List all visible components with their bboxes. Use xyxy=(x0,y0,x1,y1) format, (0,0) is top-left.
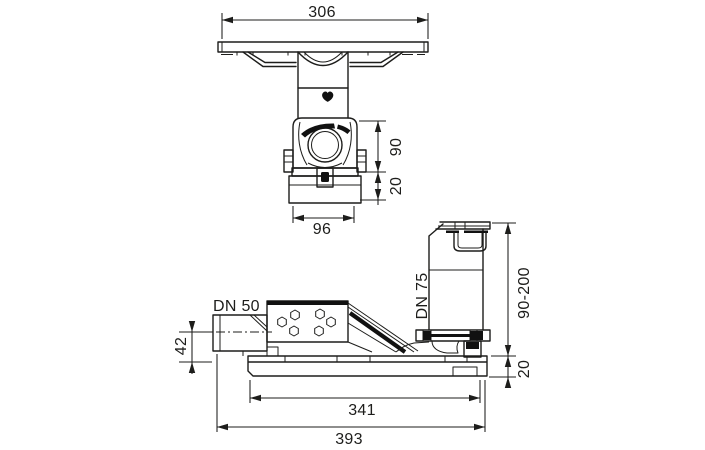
dim-20-front-label: 20 xyxy=(388,177,405,195)
dim-96-label: 96 xyxy=(313,221,331,238)
dn50-inlet-socket: DN 50 xyxy=(212,298,272,352)
mounting-arms xyxy=(242,51,404,68)
dim-341-label: 341 xyxy=(348,402,376,419)
front-view: 306 xyxy=(217,4,429,238)
hex-holes xyxy=(277,308,336,337)
dim-inlet-height: 42 xyxy=(173,321,213,374)
dim-393-label: 393 xyxy=(335,431,363,448)
dim-42-label: 42 xyxy=(173,337,190,355)
dn75-label: DN 75 xyxy=(414,273,431,320)
channel-body xyxy=(242,300,430,356)
trap-body xyxy=(283,117,367,204)
dim-90-label: 90 xyxy=(388,138,405,156)
dim-plate-length: 341 xyxy=(249,380,481,419)
dim-306-label: 306 xyxy=(308,4,336,21)
dim-trap-width: 96 xyxy=(292,206,355,238)
mounting-plate xyxy=(217,41,429,56)
dn75-riser: DN 75 xyxy=(414,221,491,358)
dn50-label: DN 50 xyxy=(213,298,260,315)
dim-20-side-label: 20 xyxy=(516,360,533,378)
dim-trap-heights: 90 20 xyxy=(359,120,405,205)
brand-logo-icon xyxy=(322,91,334,102)
dim-riser-heights: 90-200 20 xyxy=(489,222,533,388)
dim-total-length: 393 xyxy=(216,354,486,448)
base-plate xyxy=(247,355,488,377)
siphon-column xyxy=(297,51,349,119)
dim-90-200-label: 90-200 xyxy=(516,267,533,319)
dim-plate-width: 306 xyxy=(221,4,429,39)
side-view: DN 50 xyxy=(173,221,533,448)
